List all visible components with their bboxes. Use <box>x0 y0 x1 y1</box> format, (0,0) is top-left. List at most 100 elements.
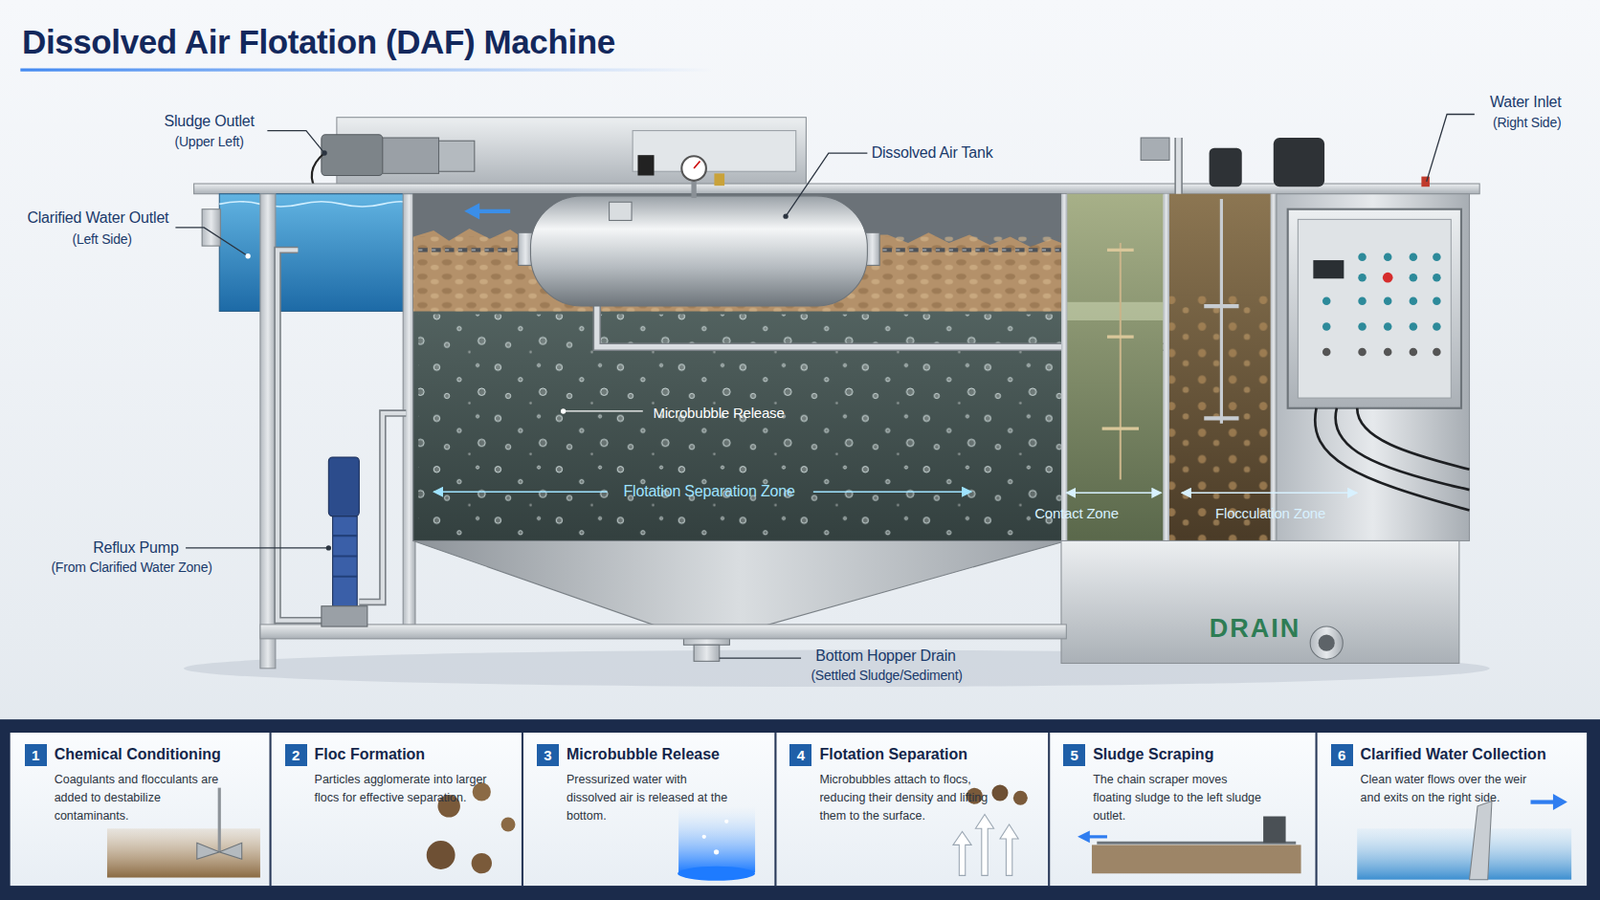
leader-dot <box>560 408 566 414</box>
impeller <box>197 843 243 860</box>
lift-arrow <box>953 832 972 877</box>
button <box>1357 273 1367 283</box>
pressure-gauge <box>681 155 707 181</box>
leader-line <box>266 131 325 154</box>
inlet-valve <box>1140 137 1170 160</box>
gearbox <box>382 137 440 174</box>
callout-label: Flocculation Zone <box>1215 505 1326 522</box>
drain-marking: DRAIN <box>1209 615 1302 645</box>
bubble-glow <box>678 806 756 873</box>
callout-label: Bottom Hopper Drain <box>815 647 956 666</box>
callout-number: 1 <box>24 744 47 767</box>
button <box>1357 322 1367 332</box>
lift-arrow <box>1000 824 1019 876</box>
leader-dot <box>326 545 332 551</box>
divider <box>521 733 524 887</box>
divider <box>1047 733 1050 887</box>
step-heading: Microbubble Release <box>566 746 720 764</box>
gauge-stem <box>690 181 696 199</box>
step-text: Pressurized water with dissolved air is … <box>566 771 739 826</box>
button <box>1409 348 1419 357</box>
floc-mixer-shaft <box>1220 199 1223 424</box>
step-heading: Chemical Conditioning <box>54 746 222 764</box>
scraper-motor <box>321 134 383 177</box>
solenoid-valve <box>637 155 654 176</box>
gearbox-cover <box>439 140 475 172</box>
button <box>1409 273 1419 283</box>
step-heading: Flotation Separation <box>819 746 968 764</box>
mini-arrow-head <box>1077 830 1090 844</box>
button <box>1432 273 1442 283</box>
pressure-pipe <box>358 413 406 602</box>
callout-label: Sludge Outlet <box>163 112 254 131</box>
bottom-hopper <box>413 540 1067 635</box>
flow-arrow-head <box>464 202 480 220</box>
step-heading: Floc Formation <box>314 746 426 764</box>
contact-mixer-shaft <box>1119 243 1122 481</box>
leader-dot <box>244 253 250 259</box>
water-surface <box>219 201 414 207</box>
button <box>1432 348 1442 357</box>
dissolved-air-tank <box>530 196 867 307</box>
step-card: 1 Chemical ConditioningCoagulants and flo… <box>10 733 271 887</box>
leader-line <box>563 410 644 412</box>
button <box>1383 253 1393 263</box>
drain-port-hole <box>1318 635 1335 652</box>
mini-motor <box>1263 817 1286 845</box>
button <box>1357 348 1367 357</box>
callout-number: 5 <box>1063 744 1086 767</box>
bubble <box>724 820 729 824</box>
drain-valve <box>693 644 720 662</box>
sludge-hood <box>336 117 807 190</box>
step-water <box>107 828 261 878</box>
button <box>1432 322 1442 332</box>
baffle <box>1163 194 1170 542</box>
step-heading: Clarified Water Collection <box>1360 746 1547 764</box>
step-text: Particles agglomerate into larger flocs … <box>314 771 488 808</box>
pump-body <box>333 516 358 607</box>
lift-arrow <box>975 814 994 876</box>
contact-zone <box>1066 194 1163 542</box>
button <box>1322 322 1332 332</box>
zone-arrow <box>1181 492 1357 495</box>
weir <box>1469 801 1492 881</box>
callout-label: Reflux Pump <box>92 539 178 557</box>
leader-dot <box>321 150 327 156</box>
step-text: Microbubbles attach to flocs, reducing t… <box>819 771 992 826</box>
callout-label: (Settled Sludge/Sediment) <box>810 669 962 685</box>
frame-post <box>260 194 276 669</box>
callout-label: (Right Side) <box>1492 115 1562 131</box>
callout-label: Dissolved Air Tank <box>871 144 994 162</box>
bubble <box>713 849 719 855</box>
step-text: Clean water flows over the weir and exit… <box>1360 771 1534 808</box>
floc <box>991 784 1008 801</box>
steps-band <box>0 719 1600 900</box>
zone-arrow <box>1066 492 1161 495</box>
panel-buttons <box>1322 253 1442 357</box>
panel-cables <box>1314 408 1469 512</box>
baffle <box>1061 194 1067 542</box>
button <box>1409 253 1419 263</box>
step-text: Coagulants and flocculants are added to … <box>54 771 227 826</box>
drain-port <box>1310 626 1343 660</box>
step-card: 5Sludge ScrapingThe chain scraper moves … <box>1048 733 1316 887</box>
step-text: The chain scraper moves floating sludge … <box>1092 771 1266 826</box>
control-panel <box>1288 209 1462 409</box>
title-underline <box>20 67 714 71</box>
divider <box>774 733 777 887</box>
suction-pipe-outline <box>277 249 329 621</box>
base-frame <box>260 624 1067 640</box>
step-card: 4Flotation SeparationMicrobubbles attach… <box>775 733 1049 887</box>
step-card: 2 Floc FormationParticles agglomerate int… <box>270 733 523 887</box>
flotation-tank <box>413 194 1067 542</box>
divider <box>1314 733 1317 887</box>
callout-number: 3 <box>536 744 559 767</box>
callout-number: 2 <box>285 744 308 767</box>
button <box>1383 322 1393 332</box>
baffle <box>1270 194 1277 542</box>
floc <box>426 841 456 870</box>
right-housing <box>1276 194 1470 542</box>
